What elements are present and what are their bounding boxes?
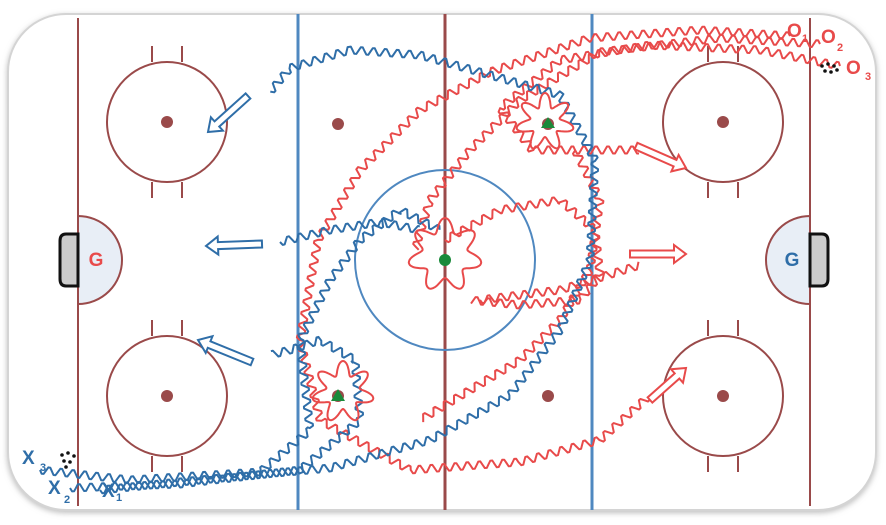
green-puck-icon [439,254,451,266]
svg-text:O: O [846,58,861,79]
faceoff-circle-top-right [662,46,784,198]
goal-net-left [58,232,80,288]
svg-text:2: 2 [64,494,70,506]
offense-player-1: O 1 [787,21,808,45]
defense-player-1: X 1 [102,481,122,504]
neutral-dot-bottom-right [542,390,554,402]
goal-crease-right [765,214,811,306]
goalie-left-label: G [89,250,104,271]
puck-pile-icon [820,62,839,74]
defense-player-2: X 2 [48,478,70,506]
pass-double-arrow-icon [206,91,252,134]
faceoff-circle-bottom-right [662,320,784,472]
svg-text:O: O [821,27,836,48]
green-puck-icon [541,117,555,128]
svg-text:1: 1 [116,492,122,504]
puck-pile-icon [60,451,76,469]
offense-skate-path [479,261,640,305]
goalie-right-label: G [785,250,800,271]
offense-puck-loop [407,217,483,290]
faceoff-circle-bottom-left [106,320,228,472]
pass-arrows [196,91,688,405]
svg-text:3: 3 [865,71,871,83]
offense-skate-path [295,25,791,475]
defense-skate-path [69,335,364,493]
offense-puck-loop [515,92,575,150]
green-puck-icon [331,389,345,401]
offense-skate-path [412,33,821,251]
faceoff-circle-top-left [106,46,228,198]
pass-double-arrow-icon [204,234,264,257]
svg-text:1: 1 [802,33,808,45]
pass-double-arrow-icon [629,243,688,265]
pass-double-arrow-icon [646,366,688,405]
goal-crease-left [77,214,123,306]
offense-skate-path [444,196,605,310]
svg-text:X: X [102,481,115,502]
offense-player-3: O 3 [846,58,871,83]
svg-text:X: X [48,478,61,499]
center-circle [354,169,536,351]
neutral-dot-top-left [332,118,344,130]
offense-puck-loop [311,360,375,422]
defense-skate-path [39,207,441,485]
offense-skate-path [574,145,639,155]
defense-skate-path [279,218,421,246]
svg-text:X: X [22,448,35,469]
svg-text:2: 2 [837,42,843,54]
svg-text:O: O [787,21,802,42]
pass-double-arrow-icon [633,141,688,173]
defense-skate-path [99,45,599,495]
pass-double-arrow-icon [196,334,255,367]
svg-text:3: 3 [40,462,46,474]
offense-player-2: O 2 [821,27,843,54]
skating-paths [39,25,841,495]
goal-net-right [808,232,830,288]
defense-player-3: X 3 [22,448,46,474]
